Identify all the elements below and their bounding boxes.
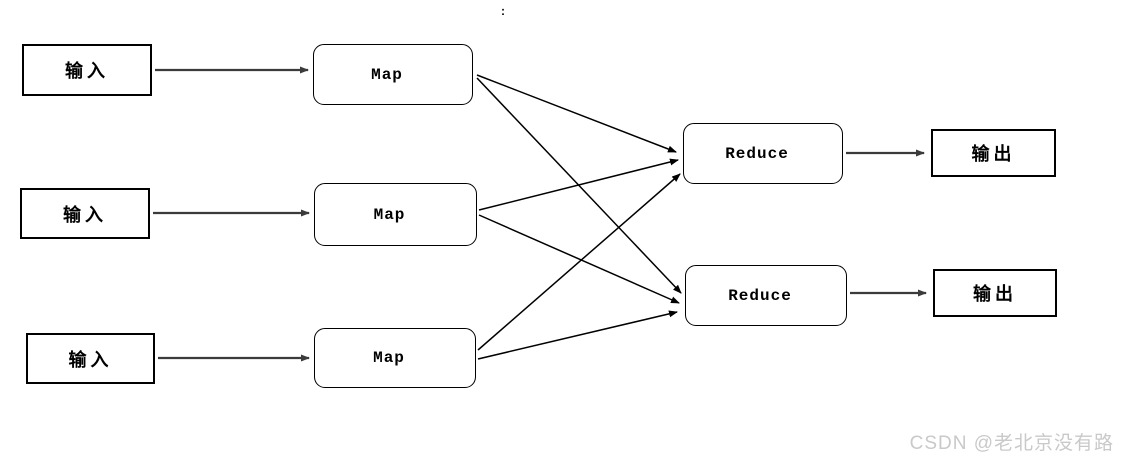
node-map-1: Map <box>313 44 473 105</box>
node-input-2: 输入 <box>20 188 150 239</box>
node-reduce-2: Reduce <box>685 265 847 326</box>
arrow-map2-to-reduce2 <box>478 214 680 304</box>
node-map-2: Map <box>314 183 477 246</box>
node-input-1: 输入 <box>22 44 152 96</box>
node-input-1-label: 输入 <box>65 61 109 81</box>
arrow-map3-to-reduce2 <box>477 310 678 360</box>
node-output-2-label: 输出 <box>973 284 1017 304</box>
node-input-2-label: 输入 <box>63 204 107 225</box>
csdn-watermark: CSDN @老北京没有路 <box>909 433 1114 454</box>
node-output-1-label: 输出 <box>971 144 1016 164</box>
node-output-2: 输出 <box>933 269 1057 317</box>
node-input-3-label: 输入 <box>68 349 113 370</box>
node-output-1: 输出 <box>931 129 1056 177</box>
arrow-map2-to-reduce1 <box>478 158 679 211</box>
node-reduce-1-label: Reduce <box>725 144 789 163</box>
node-input-3: 输入 <box>26 333 155 384</box>
node-map-2-label: Map <box>373 205 406 224</box>
node-map-3: Map <box>314 328 476 388</box>
arrow-map3-to-reduce1 <box>477 173 681 351</box>
node-map-3-label: Map <box>373 349 405 367</box>
node-reduce-2-label: Reduce <box>728 286 792 305</box>
arrow-map1-to-reduce1 <box>476 74 677 153</box>
node-reduce-1: Reduce <box>683 123 843 184</box>
stray-colon-mark: : <box>501 4 505 18</box>
node-map-1-label: Map <box>371 65 403 84</box>
